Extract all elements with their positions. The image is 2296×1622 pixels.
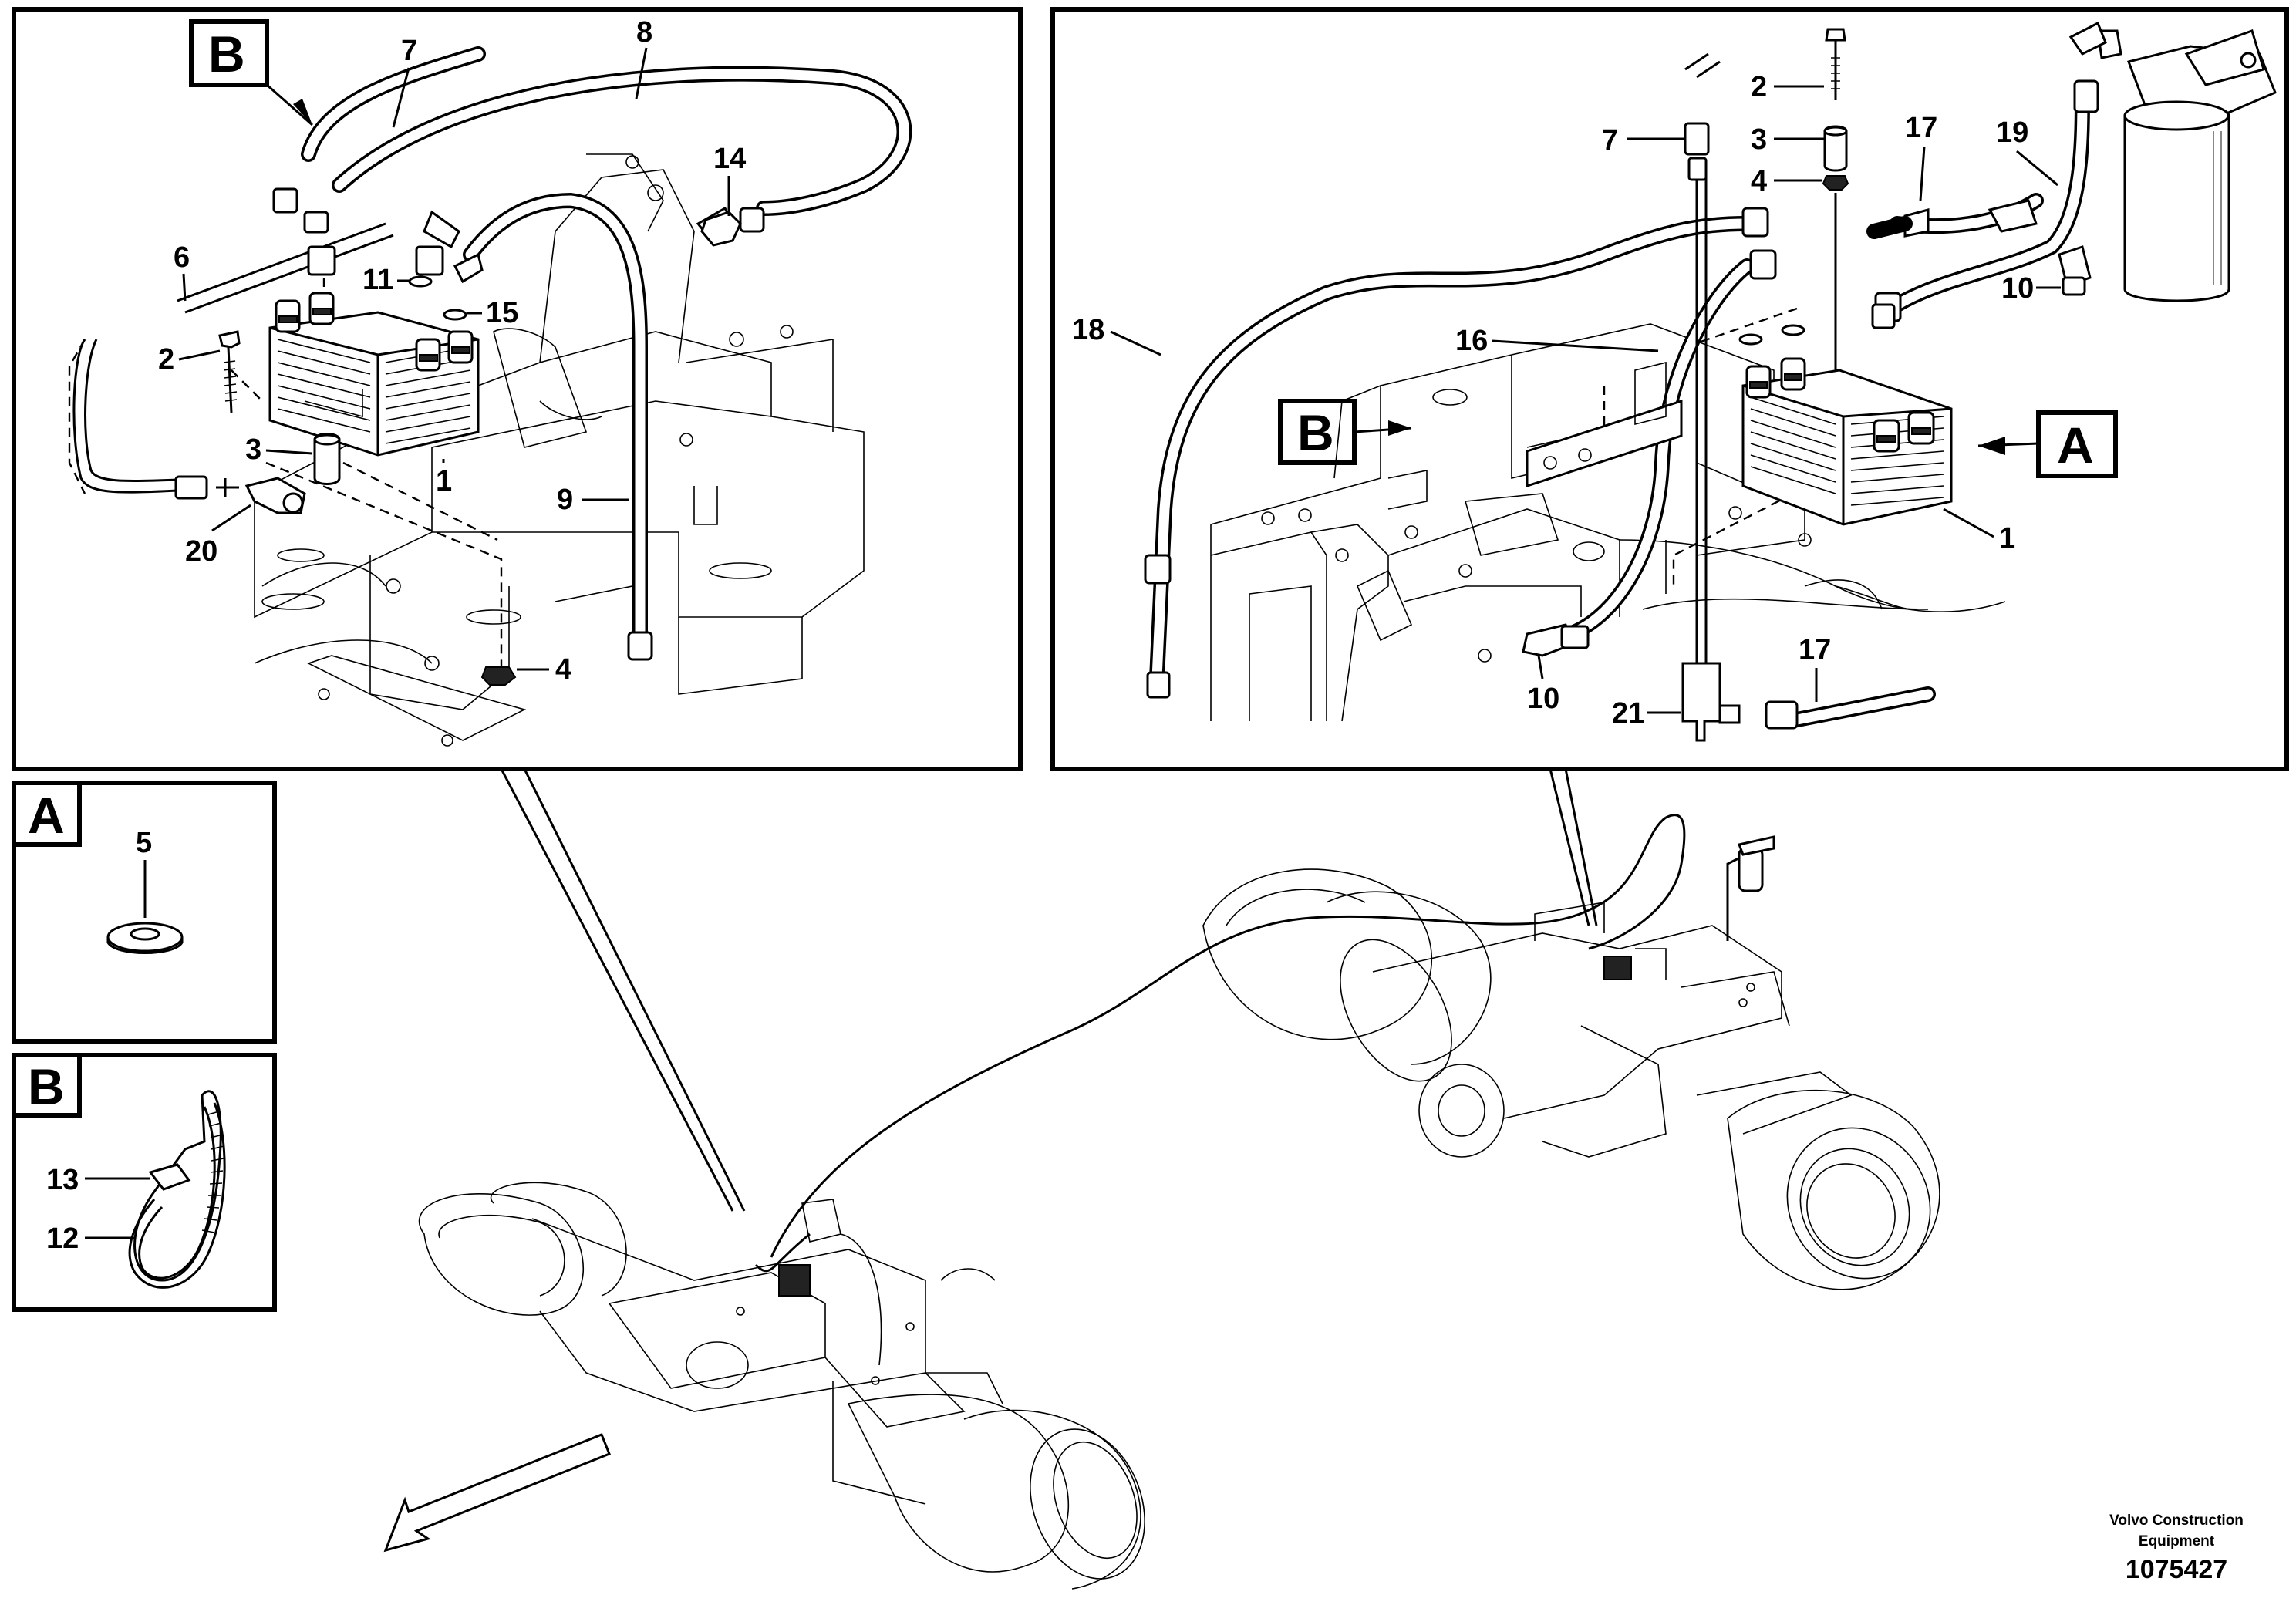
overview-bogie-illustration (383, 768, 1940, 1590)
callout-left-3: 3 (245, 433, 313, 466)
svg-text:B: B (208, 25, 245, 83)
cable-tie-part (128, 1090, 226, 1289)
svg-text:8: 8 (636, 16, 652, 49)
svg-text:15: 15 (486, 297, 518, 329)
right-filter (2096, 29, 2277, 302)
svg-text:18: 18 (1072, 314, 1104, 346)
svg-text:10: 10 (1527, 683, 1559, 715)
svg-text:B: B (1297, 404, 1334, 461)
callout-right-16: 16 (1455, 325, 1659, 357)
right-detail-tag-a: A (1977, 410, 2118, 478)
callout-box-b-13: 13 (46, 1164, 150, 1196)
callout-right-18: 18 (1072, 314, 1161, 356)
svg-text:20: 20 (185, 535, 217, 568)
callout-right-17-bottom: 17 (1799, 634, 1831, 702)
svg-text:1: 1 (1999, 522, 2015, 555)
callout-right-2: 2 (1751, 71, 1824, 103)
callout-left-11: 11 (362, 264, 409, 296)
callout-left-1: 1 (436, 459, 452, 497)
right-frame-structure (1210, 323, 2006, 722)
svg-text:11: 11 (362, 264, 393, 296)
svg-text:13: 13 (46, 1164, 79, 1196)
right-detail-tag-b: B (1278, 399, 1412, 465)
callout-right-10-bottom: 10 (1527, 655, 1559, 715)
svg-text:12: 12 (46, 1222, 79, 1255)
callout-left-2: 2 (158, 343, 221, 376)
svg-text:6: 6 (174, 241, 190, 274)
detail-box-b-tag: B (28, 1058, 65, 1115)
svg-text:5: 5 (136, 827, 152, 859)
left-detail-callouts: 7 8 6 2 3 1 11 15 (158, 16, 746, 686)
svg-text:2: 2 (1751, 71, 1767, 103)
left-frame-structure (254, 153, 865, 747)
svg-text:3: 3 (1751, 123, 1767, 156)
callout-left-15: 15 (467, 297, 518, 329)
callout-left-20: 20 (185, 504, 251, 568)
callout-left-8: 8 (635, 16, 652, 99)
callout-right-4: 4 (1751, 165, 1822, 197)
right-detail-callouts: 2 3 4 7 17 19 10 18 (1072, 71, 2118, 730)
brand-line-2: Equipment (2139, 1533, 2215, 1549)
detail-box-a: A 5 (12, 781, 277, 1044)
svg-text:7: 7 (401, 35, 417, 67)
svg-text:7: 7 (1602, 124, 1618, 157)
svg-text:19: 19 (1996, 116, 2028, 149)
callout-left-14: 14 (713, 143, 746, 216)
left-detail-view (12, 7, 1023, 771)
callout-right-1: 1 (1943, 508, 2015, 555)
svg-text:17: 17 (1905, 112, 1937, 144)
rear-axle (1202, 868, 1940, 1290)
drawing-number: 1075427 (2126, 1555, 2227, 1584)
svg-text:17: 17 (1799, 634, 1831, 666)
right-detail-view (1050, 7, 2289, 771)
svg-text:21: 21 (1612, 697, 1644, 730)
svg-text:A: A (2057, 416, 2094, 474)
callout-left-7: 7 (392, 35, 417, 128)
callout-right-10-top: 10 (2001, 272, 2061, 305)
svg-text:1: 1 (436, 465, 452, 497)
callout-left-6: 6 (174, 241, 190, 302)
callout-right-17-top: 17 (1905, 112, 1937, 201)
svg-text:4: 4 (555, 653, 571, 686)
right-oil-cooler (1526, 357, 1953, 526)
callout-right-3: 3 (1751, 123, 1824, 156)
left-oil-cooler (268, 292, 480, 457)
svg-text:9: 9 (557, 484, 573, 516)
left-detail-tag-b: B (189, 19, 313, 126)
brand-line-1: Volvo Construction (2109, 1512, 2244, 1529)
callout-box-b-12: 12 (46, 1222, 135, 1255)
svg-text:10: 10 (2001, 272, 2034, 305)
direction-arrow (383, 1433, 611, 1553)
svg-text:14: 14 (713, 143, 746, 175)
callout-left-9: 9 (557, 484, 629, 516)
callout-box-a-5: 5 (136, 827, 152, 918)
washer-part-5 (106, 922, 184, 954)
right-fittings (1144, 21, 2107, 742)
footer-credits: Volvo Construction Equipment 1075427 (2109, 1512, 2244, 1584)
svg-text:3: 3 (245, 433, 261, 466)
callout-right-21: 21 (1612, 697, 1681, 730)
detail-box-a-tag: A (28, 787, 65, 844)
svg-text:2: 2 (158, 343, 174, 376)
svg-text:4: 4 (1751, 165, 1767, 197)
callout-right-7: 7 (1602, 124, 1685, 157)
svg-text:16: 16 (1455, 325, 1488, 357)
detail-box-b: B 13 12 (12, 1053, 277, 1312)
front-axle (418, 1182, 1145, 1590)
callout-right-19: 19 (1996, 116, 2058, 187)
callout-left-4: 4 (517, 653, 571, 686)
